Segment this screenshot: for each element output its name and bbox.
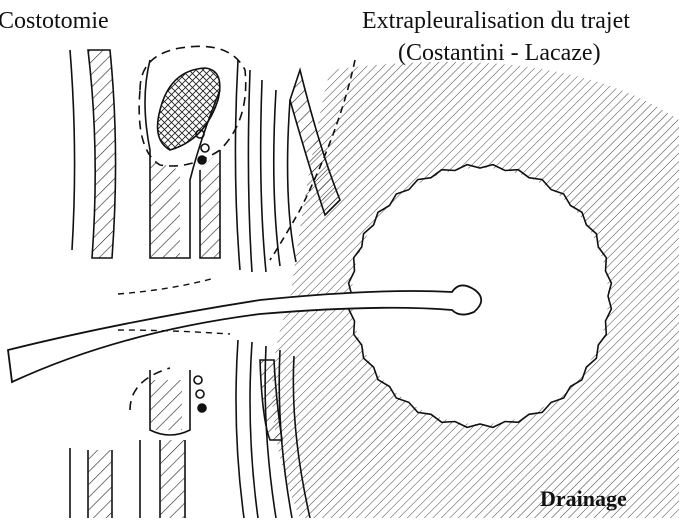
extrapleuralisation-label: Extrapleuralisation du trajet — [362, 8, 630, 35]
drainage-label: Drainage — [540, 486, 627, 512]
authors-label: (Costantini - Lacaze) — [398, 40, 601, 67]
costotomy-label: Costotomie — [0, 8, 109, 35]
